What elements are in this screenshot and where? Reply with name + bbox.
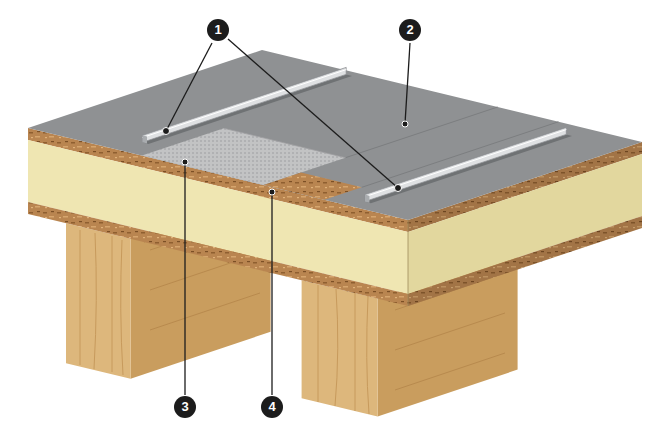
callout-number: 4 [261, 396, 283, 418]
leader-line [166, 39, 410, 395]
roof-membrane [28, 50, 642, 220]
metal-rail [365, 127, 572, 203]
osb-board [264, 173, 362, 200]
callout-number: 2 [399, 19, 421, 41]
leader-dot [163, 121, 409, 195]
metal-rail [143, 67, 352, 144]
callout-number: 3 [174, 396, 196, 418]
callout-number: 1 [207, 19, 229, 41]
